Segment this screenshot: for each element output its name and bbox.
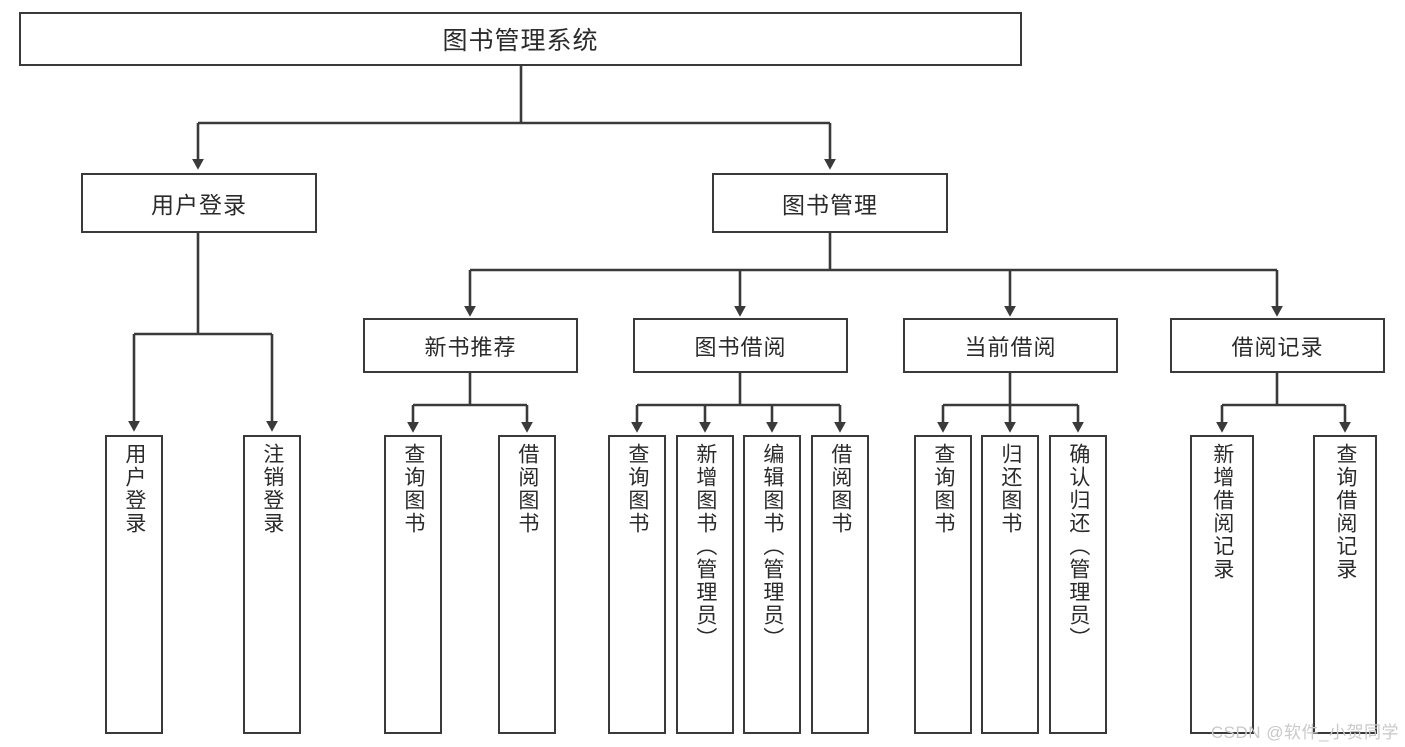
leaf-add-book-admin[interactable]: 新增图书（管理员） [676,435,734,734]
leaf-label: 查询图书 [625,443,649,535]
leaf-label: 归还图书 [998,443,1022,535]
node-book-manage[interactable]: 图书管理 [712,173,948,233]
node-new-book-recommend[interactable]: 新书推荐 [363,318,578,373]
leaf-borrow-book[interactable]: 借阅图书 [811,435,869,734]
leaf-label: 用户登录 [122,443,146,535]
leaf-query-book-borrow[interactable]: 查询图书 [608,435,666,734]
node-borrow-record[interactable]: 借阅记录 [1170,318,1385,373]
node-current-borrow[interactable]: 当前借阅 [903,318,1118,373]
node-user-login[interactable]: 用户登录 [81,173,317,233]
leaf-user-login[interactable]: 用户登录 [105,435,163,734]
leaf-return-book[interactable]: 归还图书 [981,435,1039,734]
leaf-label: 注销登录 [260,443,284,535]
leaf-label: 新增借阅记录 [1210,443,1234,581]
leaf-query-book-current[interactable]: 查询图书 [914,435,972,734]
leaf-edit-book-admin[interactable]: 编辑图书（管理员） [743,435,801,734]
leaf-label: 查询图书 [931,443,955,535]
leaf-label: 新增图书（管理员） [693,443,717,650]
node-root-system[interactable]: 图书管理系统 [19,12,1022,66]
leaf-label: 确认归还（管理员） [1066,443,1090,650]
leaf-add-borrow-record[interactable]: 新增借阅记录 [1190,435,1254,734]
leaf-label: 借阅图书 [515,443,539,535]
leaf-label: 查询图书 [401,443,425,535]
leaf-query-borrow-record[interactable]: 查询借阅记录 [1313,435,1377,734]
node-book-borrow[interactable]: 图书借阅 [633,318,848,373]
leaf-label: 查询借阅记录 [1333,443,1357,581]
leaf-label: 编辑图书（管理员） [760,443,784,650]
leaf-user-logout[interactable]: 注销登录 [243,435,301,734]
leaf-confirm-return-admin[interactable]: 确认归还（管理员） [1049,435,1107,734]
leaf-query-book-recommend[interactable]: 查询图书 [384,435,442,734]
leaf-label: 借阅图书 [828,443,852,535]
leaf-borrow-book-recommend[interactable]: 借阅图书 [498,435,556,734]
